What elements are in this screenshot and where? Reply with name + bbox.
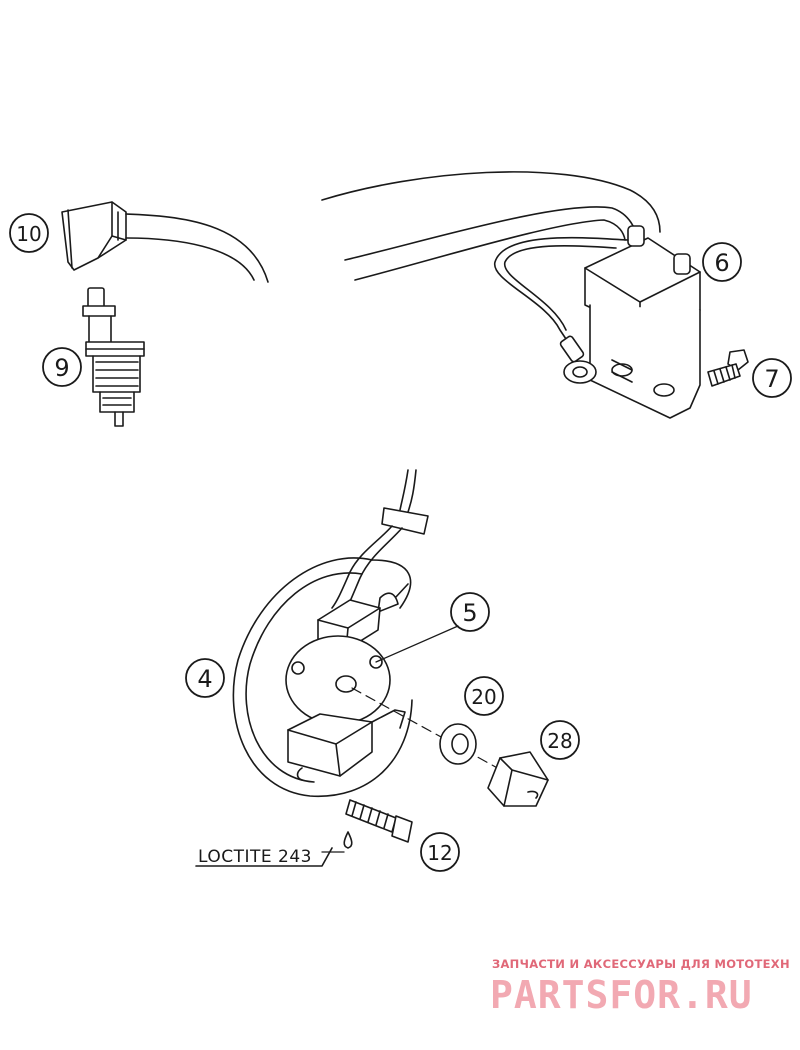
callout-circle-4 (185, 658, 225, 698)
spark-plug-cap-part (61, 201, 269, 283)
callout-circle-7 (752, 358, 792, 398)
watermark-brand: PARTSFOR.RU (490, 973, 753, 1017)
callout-circle-10 (9, 213, 49, 253)
assembly-axis-line (351, 687, 513, 777)
loctite-note: LOCTITE 243 (198, 847, 312, 867)
callout-label-5: 5 (462, 599, 477, 627)
callout-label-28: 28 (547, 729, 572, 753)
callout-label-10: 10 (16, 222, 41, 246)
callout-label-9: 9 (54, 354, 69, 382)
callout-circle-5 (450, 592, 490, 632)
main-wire-part (321, 171, 661, 281)
callout-label-4: 4 (197, 665, 212, 693)
callout-label-12: 12 (427, 841, 452, 865)
washer-part (439, 723, 477, 765)
loctite-drop (195, 831, 353, 867)
callout-circle-9 (42, 347, 82, 387)
spark-plug-part (82, 287, 145, 427)
callout-label-7: 7 (764, 365, 779, 393)
callout-circle-12 (420, 832, 460, 872)
ignition-coil-part (494, 225, 701, 419)
callout-circle-6 (702, 242, 742, 282)
callout-label-6: 6 (714, 249, 729, 277)
stator-plate-part (232, 557, 413, 797)
stator-screw-part (345, 799, 413, 843)
coil-screw-part (707, 349, 749, 387)
callout-label-20: 20 (471, 685, 496, 709)
nut-part (487, 751, 549, 807)
callout-circle-28 (540, 720, 580, 760)
callout-circle-20 (464, 676, 504, 716)
watermark-tagline: ЗАПЧАСТИ И АКСЕССУАРЫ ДЛЯ МОТОТЕХНИКИ (492, 957, 790, 971)
watermark: ЗАПЧАСТИ И АКСЕССУАРЫ ДЛЯ МОТОТЕХНИКИ PA… (490, 957, 790, 1017)
leader-lines (321, 625, 459, 853)
stator-part (285, 469, 429, 781)
